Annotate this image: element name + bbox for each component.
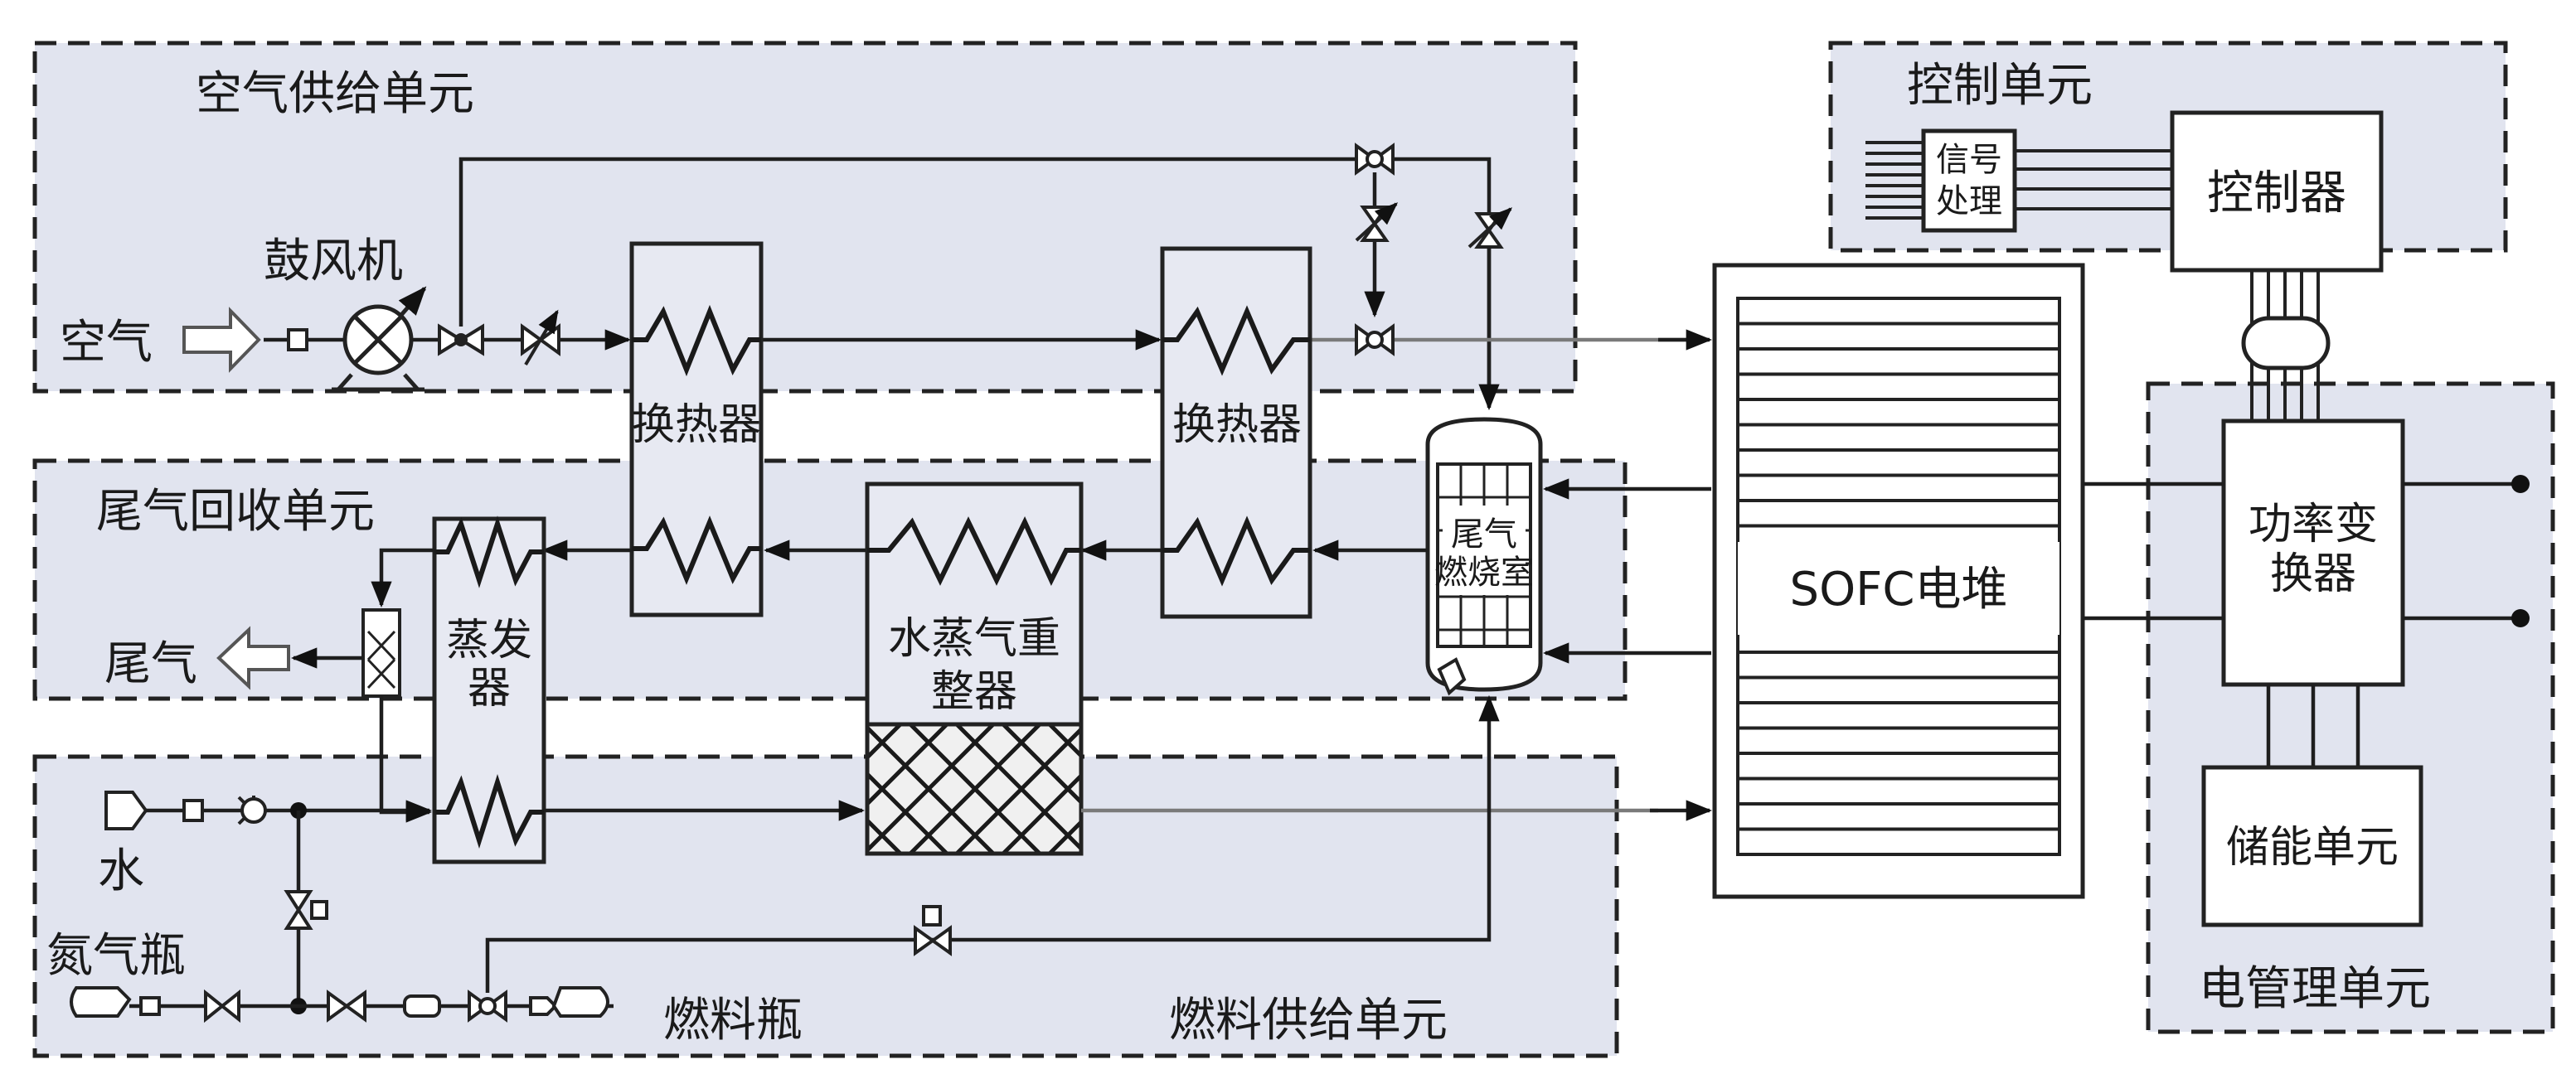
sofc-cell-layer — [1736, 297, 2061, 326]
evaporator-coil-bottom — [434, 773, 544, 849]
heat-exchanger-2 — [1160, 246, 1312, 619]
water-filter-icon — [182, 799, 204, 822]
evaporator-label-line1: 蒸发 — [446, 616, 532, 665]
air-label: 空气 — [60, 316, 153, 370]
combustor-fuel-valve-icon — [914, 905, 952, 956]
signal-processing-box — [1921, 128, 2017, 233]
sensor-input-lines — [1865, 141, 1924, 220]
nitrogen-regulator-icon — [139, 996, 161, 1016]
combustor-label-line2: 燃烧室 — [1434, 554, 1534, 592]
tail-gas-combustor — [1425, 417, 1543, 696]
bypass-valve-top-icon — [1355, 143, 1395, 176]
output-terminal-positive — [2511, 475, 2530, 493]
sofc-cell-layer — [1736, 675, 2061, 704]
signal-processing-label-line2: 处理 — [1936, 182, 2002, 220]
water-label: 水 — [98, 844, 144, 898]
energy-storage-box — [2201, 765, 2423, 927]
fuel-valve-1-icon — [327, 989, 366, 1023]
signal-processing-label-line1: 信号 — [1936, 141, 2002, 179]
nitrogen-purge-valve-icon — [284, 890, 328, 930]
steam-reformer-label-line2: 整器 — [931, 667, 1017, 717]
blower-label: 鼓风机 — [264, 235, 403, 288]
air-shutoff-valve-icon — [438, 323, 484, 356]
sofc-cell-layer — [1736, 499, 2061, 528]
nitrogen-bottle-icon — [70, 986, 132, 1018]
sofc-stack-label: SOFC电堆 — [1790, 563, 2008, 617]
heat-exchanger-1-label: 换热器 — [632, 400, 761, 450]
steam-reformer-label-line1: 水蒸气重 — [888, 614, 1060, 664]
igniter-icon — [1437, 657, 1467, 696]
air-flow-control-valve-icon — [521, 309, 560, 366]
exhaust-recovery-unit-label: 尾气回收单元 — [96, 485, 375, 539]
fuel-bottle-label: 燃料瓶 — [663, 994, 803, 1048]
combustor-air-valve-icon — [1467, 207, 1513, 249]
exhaust-outlet-arrow-icon — [216, 626, 290, 690]
converter-storage-lines — [2266, 685, 2360, 767]
condenser-icon — [361, 608, 401, 698]
fuel-regulator-icon — [529, 996, 558, 1016]
heat-exchanger-2-coil-bottom — [1162, 515, 1310, 587]
power-converter-label-line1: 功率变 — [2249, 500, 2378, 549]
energy-storage-label: 储能单元 — [2226, 823, 2399, 873]
power-converter-label-line2: 换器 — [2270, 549, 2356, 599]
sofc-cell-layer — [1736, 777, 2061, 806]
heat-exchanger-1-coil-top — [632, 304, 761, 377]
evaporator-label-line2: 器 — [468, 664, 511, 714]
control-unit-label: 控制单元 — [1907, 59, 2093, 113]
sofc-cell-layer — [1736, 322, 2061, 351]
heat-exchanger-2-coil-top — [1162, 305, 1310, 376]
reformer-catalyst-bed — [865, 722, 1084, 856]
sofc-cell-layer — [1736, 347, 2061, 376]
controller-box — [2170, 110, 2384, 273]
nitrogen-valve-icon — [204, 989, 240, 1023]
control-bus-lines — [2241, 270, 2331, 421]
sofc-cell-layer — [1736, 726, 2061, 755]
bus-connector-icon — [2241, 316, 2331, 370]
sofc-cell-layer — [1736, 423, 2061, 452]
sofc-cell-layer — [1736, 372, 2061, 401]
blower-icon — [332, 286, 427, 392]
air-supply-unit-label: 空气供给单元 — [196, 67, 474, 121]
fuel-bottle-icon — [551, 986, 609, 1018]
nitrogen-bottle-label: 氮气瓶 — [46, 929, 186, 983]
power-converter-box — [2221, 419, 2405, 687]
sofc-cell-layer — [1736, 473, 2061, 502]
combustor-label-line1: 尾气 — [1451, 515, 1517, 554]
heat-exchanger-2-label: 换热器 — [1172, 400, 1302, 450]
sofc-cell-layer — [1736, 448, 2061, 477]
exhaust-label: 尾气 — [104, 637, 197, 691]
power-management-unit-label: 电管理单元 — [2199, 962, 2431, 1016]
heat-exchanger-1-coil-bottom — [632, 515, 761, 585]
sofc-cell-layer — [1736, 651, 2061, 680]
sofc-cell-layer — [1736, 398, 2061, 427]
sofc-cell-layer — [1736, 701, 2061, 730]
sofc-cell-layer — [1736, 827, 2061, 856]
sofc-cell-layer — [1736, 802, 2061, 831]
signal-to-controller-lines — [2015, 149, 2172, 210]
air-bypass-merge-valve-icon — [1355, 323, 1395, 356]
fuel-supply-unit-label: 燃料供给单元 — [1169, 994, 1448, 1048]
water-tank-icon — [104, 791, 148, 830]
steam-reformer-coil — [867, 515, 1081, 586]
controller-label: 控制器 — [2207, 167, 2346, 220]
evaporator-coil-top — [434, 515, 544, 588]
air-filter-icon — [287, 328, 308, 351]
output-terminal-negative — [2511, 609, 2530, 627]
water-pump-icon — [237, 796, 267, 825]
bypass-control-valve-icon — [1355, 202, 1399, 242]
fuel-three-way-valve-icon — [468, 989, 507, 1023]
fuel-filter-icon — [403, 994, 441, 1018]
sofc-cell-layer — [1736, 752, 2061, 781]
steam-reformer — [865, 481, 1084, 727]
air-inlet-arrow-icon — [182, 307, 261, 373]
